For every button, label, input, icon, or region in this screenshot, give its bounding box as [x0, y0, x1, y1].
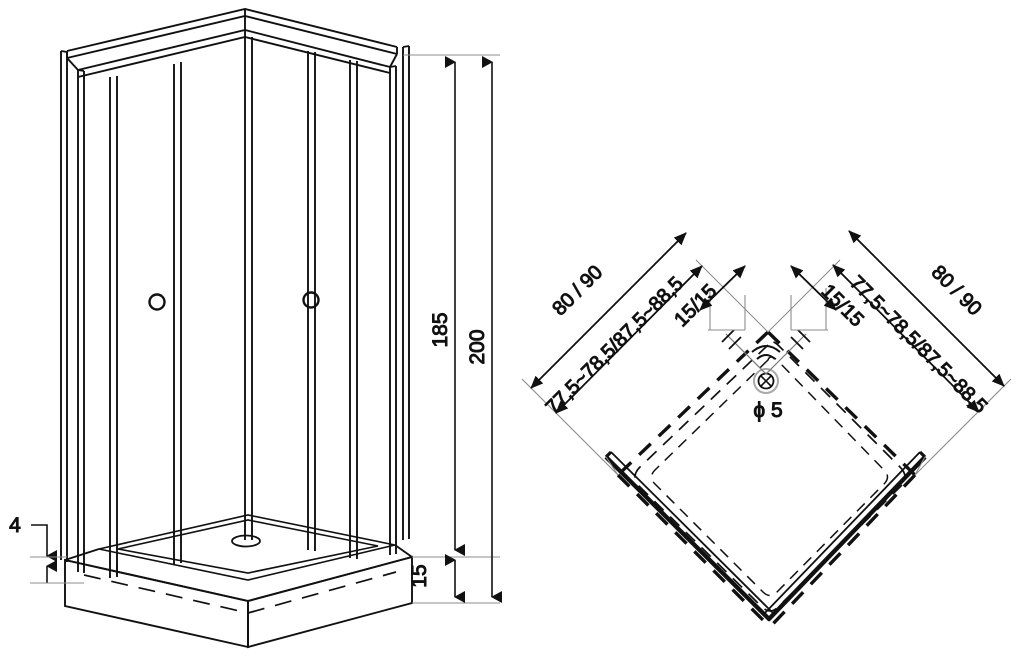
- door-handle-right-icon: [302, 291, 320, 309]
- dim-185-label: 185: [429, 312, 452, 347]
- plan-right-ext-lines: [767, 259, 1012, 476]
- glass-mullions-right: [307, 51, 358, 559]
- plan-dim-right-inner: [832, 264, 980, 413]
- dim-4-label: 4: [9, 514, 21, 537]
- door-handle-left-icon: [148, 293, 166, 311]
- plan-left-ext-lines: [521, 259, 769, 476]
- right-post: [389, 45, 410, 555]
- plan-drain-label: ϕ 5: [753, 399, 782, 422]
- left-post: [60, 50, 85, 573]
- tray-drain-icon: [231, 534, 261, 548]
- plan-tray-outline: [616, 330, 917, 629]
- plan-basin-outline: [634, 340, 906, 612]
- plan-door-left: [604, 450, 776, 622]
- tray-hidden-edges: [83, 571, 397, 614]
- tray-basin: [117, 519, 379, 574]
- plan-dim-right-15: [790, 265, 837, 311]
- dim-4-lip: [30, 524, 84, 584]
- shower-tray: [64, 514, 413, 649]
- plan-dim-left-15: [699, 265, 746, 311]
- elevation-dimensions: 185 200 15 4: [9, 54, 502, 604]
- plan-dim-right-outer: [848, 230, 1005, 387]
- plan-drain-symbol: [721, 329, 811, 394]
- dim-15-label: 15: [408, 564, 431, 587]
- plan-dim-left-inner: [555, 265, 703, 414]
- dim-200-label: 200: [466, 329, 489, 364]
- glass-mullions-left: [109, 62, 182, 578]
- plan-door-right: [762, 450, 927, 622]
- centre-corner-mullion: [244, 37, 253, 540]
- plan-dim-left-outer: [530, 232, 687, 389]
- elevation-view: [60, 8, 413, 649]
